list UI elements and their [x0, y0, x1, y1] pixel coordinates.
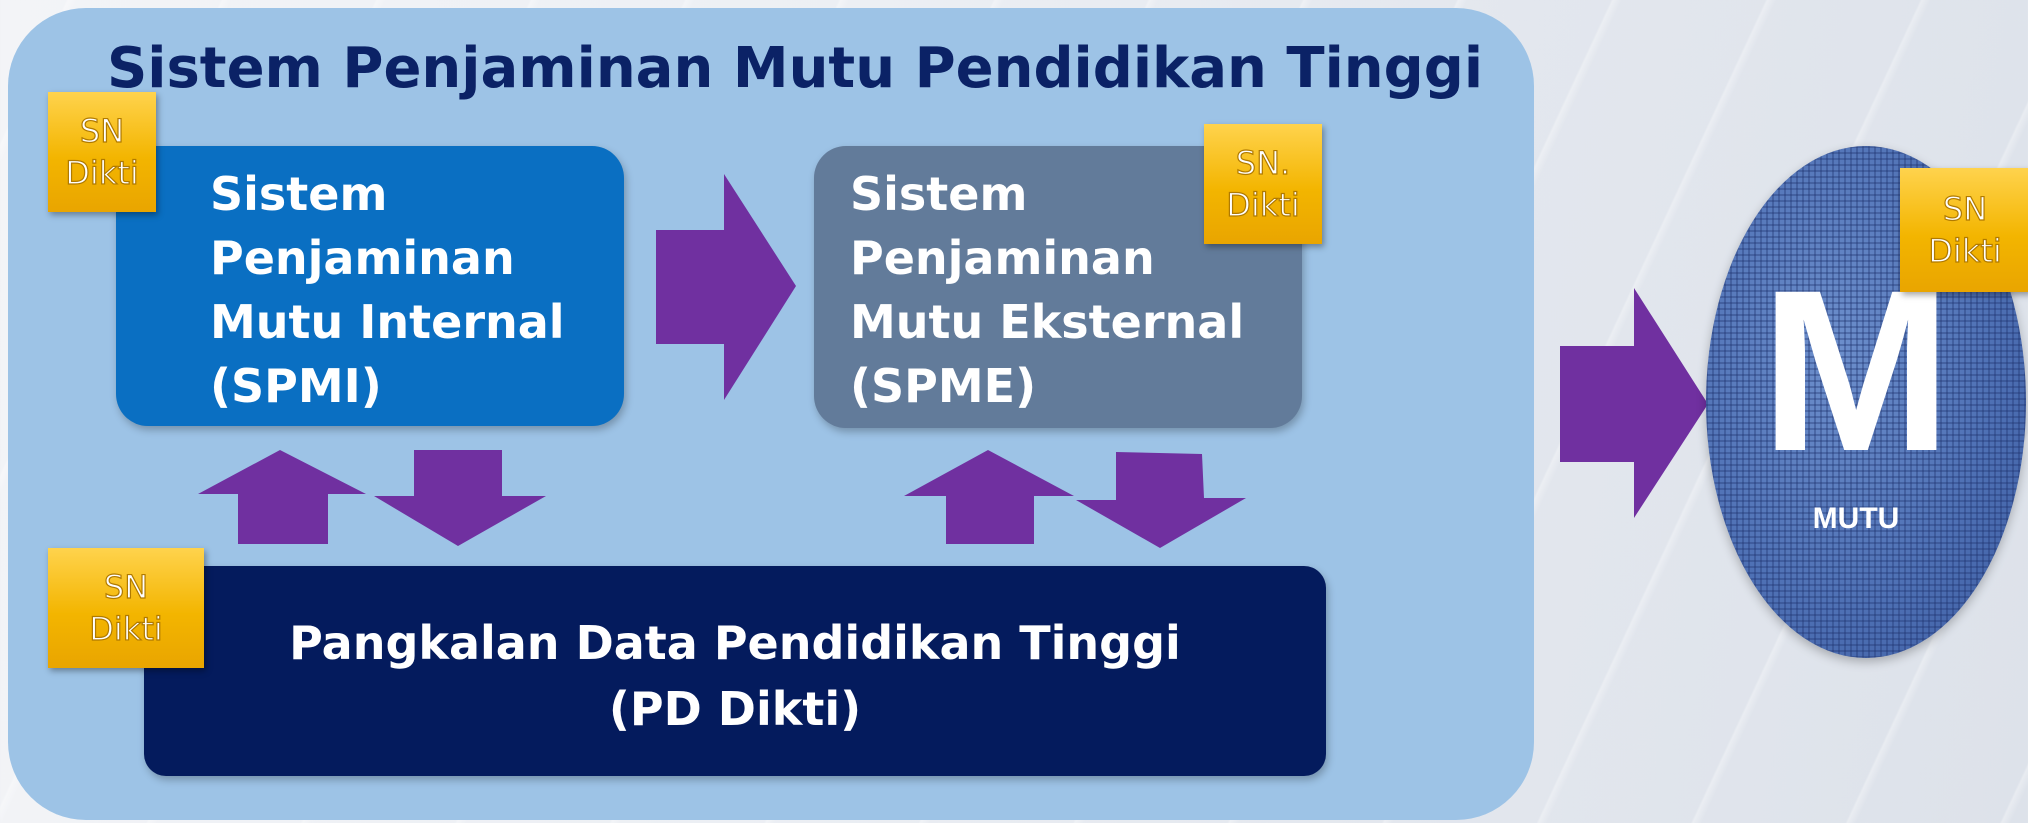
spmi-line: Sistem: [210, 167, 388, 221]
badge-line: Dikti: [1928, 231, 2003, 270]
badge-line: Dikti: [65, 153, 140, 192]
pddikti-text: Pangkalan Data Pendidikan Tinggi (PD Dik…: [144, 610, 1326, 742]
badge-line: SN: [1942, 189, 1988, 228]
spme-box: Sistem Penjaminan Mutu Eksternal (SPME): [814, 146, 1302, 428]
sn-dikti-badge-spmi: SN Dikti: [48, 92, 156, 212]
spmi-text: Sistem Penjaminan Mutu Internal (SPMI): [210, 162, 610, 418]
sn-dikti-badge-mutu: SN Dikti: [1900, 168, 2028, 292]
badge-line: SN: [103, 567, 149, 606]
badge-line: Dikti: [89, 609, 164, 648]
spmi-line: (SPMI): [210, 359, 382, 413]
spme-line: Penjaminan: [850, 231, 1155, 285]
diagram-title: Sistem Penjaminan Mutu Pendidikan Tinggi: [106, 36, 1484, 101]
pddikti-line: Pangkalan Data Pendidikan Tinggi: [289, 616, 1181, 670]
spme-line: (SPME): [850, 359, 1037, 413]
spme-line: Sistem: [850, 167, 1028, 221]
badge-line: Dikti: [1226, 185, 1301, 224]
spmi-line: Mutu Internal: [210, 295, 565, 349]
badge-line: SN: [79, 111, 125, 150]
pddikti-box: Pangkalan Data Pendidikan Tinggi (PD Dik…: [144, 566, 1326, 776]
spme-line: Mutu Eksternal: [850, 295, 1245, 349]
badge-line: SN.: [1235, 143, 1291, 182]
sn-dikti-badge-spme: SN. Dikti: [1204, 124, 1322, 244]
arrow-to-mutu: [1560, 288, 1708, 518]
mutu-label: MUTU: [1812, 502, 1900, 535]
spme-text: Sistem Penjaminan Mutu Eksternal (SPME): [850, 162, 1270, 418]
mutu-letter: M: [1760, 242, 1952, 499]
spmi-line: Penjaminan: [210, 231, 515, 285]
pddikti-line: (PD Dikti): [608, 682, 862, 736]
spmi-box: Sistem Penjaminan Mutu Internal (SPMI): [116, 146, 624, 426]
sn-dikti-badge-pddikti: SN Dikti: [48, 548, 204, 668]
